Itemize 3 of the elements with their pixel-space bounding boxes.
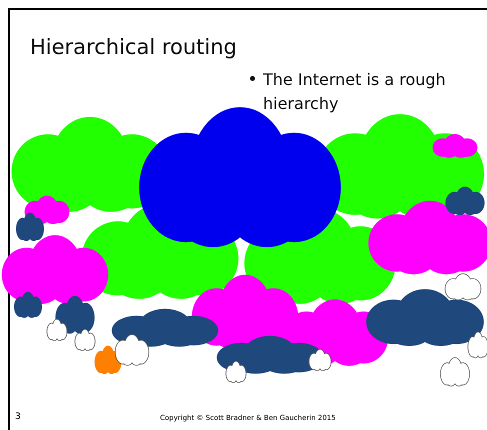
slide-title: Hierarchical routing [30, 35, 237, 59]
bullet-text: The Internet is a rough hierarchy [263, 69, 447, 115]
page-number: 3 [15, 412, 21, 422]
